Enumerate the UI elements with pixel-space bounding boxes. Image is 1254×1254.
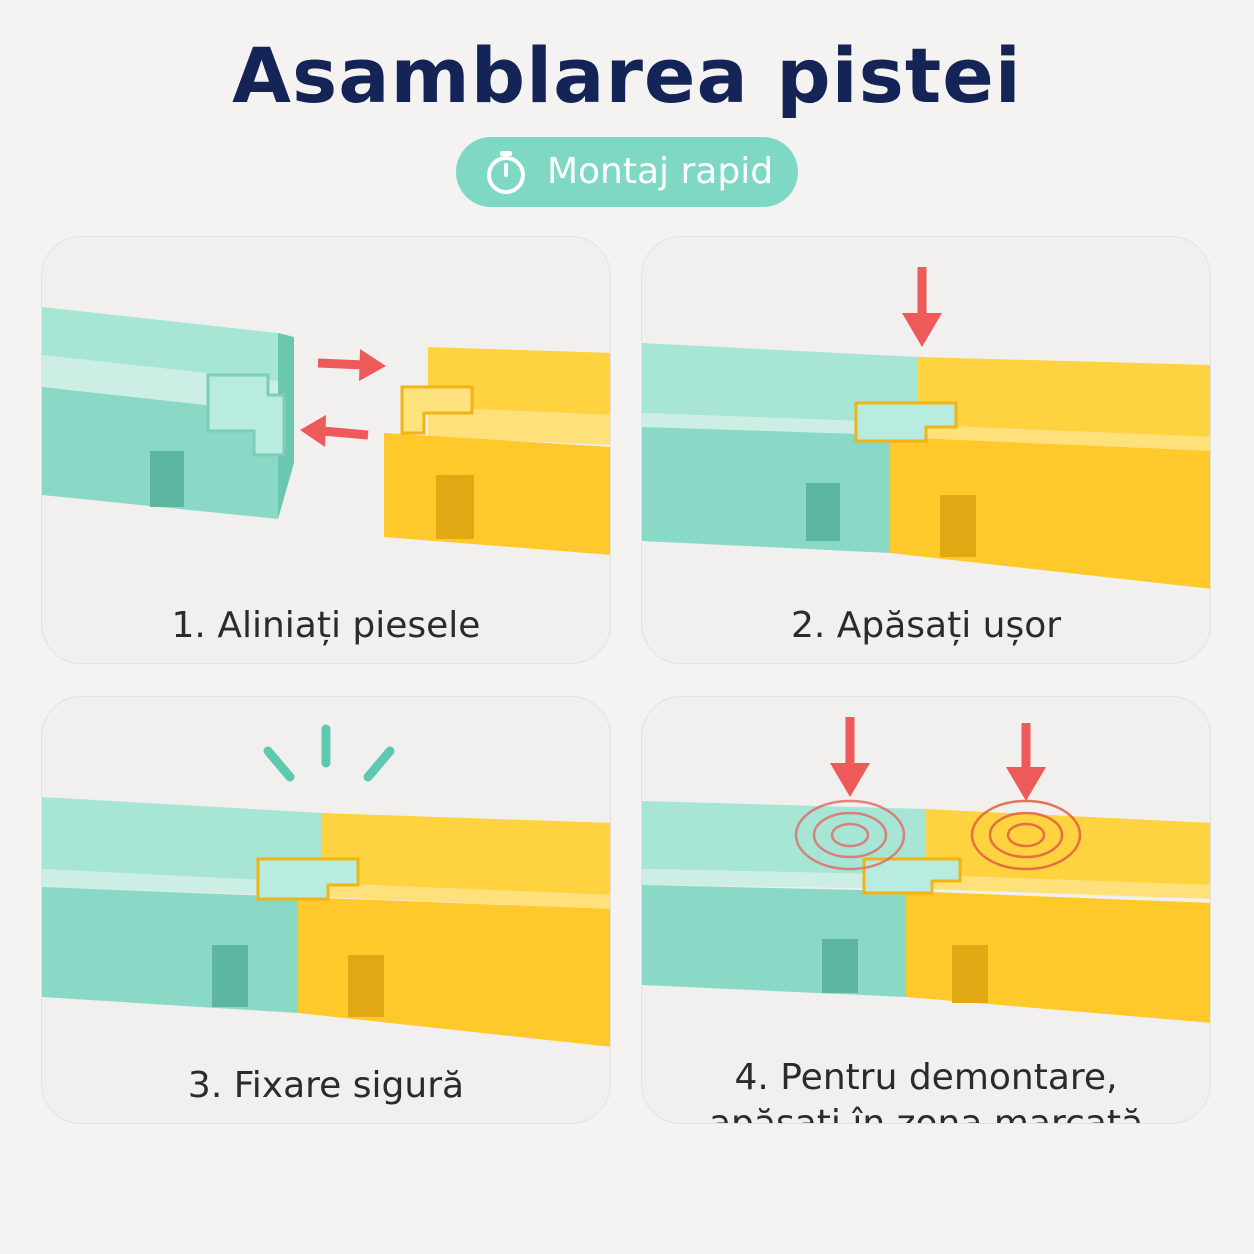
arrow-down-left-icon	[830, 717, 870, 797]
press-lightly-illustration	[642, 267, 1210, 589]
step-1-caption: 1. Aliniați piesele	[171, 605, 481, 646]
secure-fix-illustration	[42, 724, 610, 1047]
step-4-caption-line-1: 4. Pentru demontare,	[734, 1057, 1118, 1098]
disassemble-illustration	[642, 717, 1210, 1023]
step-card-4: 4. Pentru demontare, apăsați în zona mar…	[641, 696, 1211, 1124]
step-2-caption: 2. Apăsați ușor	[790, 605, 1062, 646]
step-4-caption-line-2: apăsați în zona marcată	[708, 1103, 1144, 1124]
page-title: Asamblarea pistei	[232, 31, 1022, 120]
arrow-right-icon	[317, 349, 386, 381]
stopwatch-icon	[486, 151, 525, 194]
step-card-3: 3. Fixare sigură	[41, 696, 611, 1124]
badge-label: Montaj rapid	[546, 151, 774, 192]
step-card-1: 1. Aliniați piesele	[41, 236, 611, 664]
press-zone-left-icon	[794, 799, 906, 871]
click-lines-icon	[263, 724, 395, 782]
arrow-left-icon	[300, 415, 369, 447]
arrow-down-icon	[902, 267, 942, 347]
montaj-rapid-badge: Montaj rapid	[456, 137, 798, 207]
step-card-2: 2. Apăsați ușor	[641, 236, 1211, 664]
step-3-caption: 3. Fixare sigură	[187, 1065, 465, 1106]
arrow-down-right-icon	[1006, 723, 1046, 801]
align-pieces-illustration	[42, 307, 610, 555]
